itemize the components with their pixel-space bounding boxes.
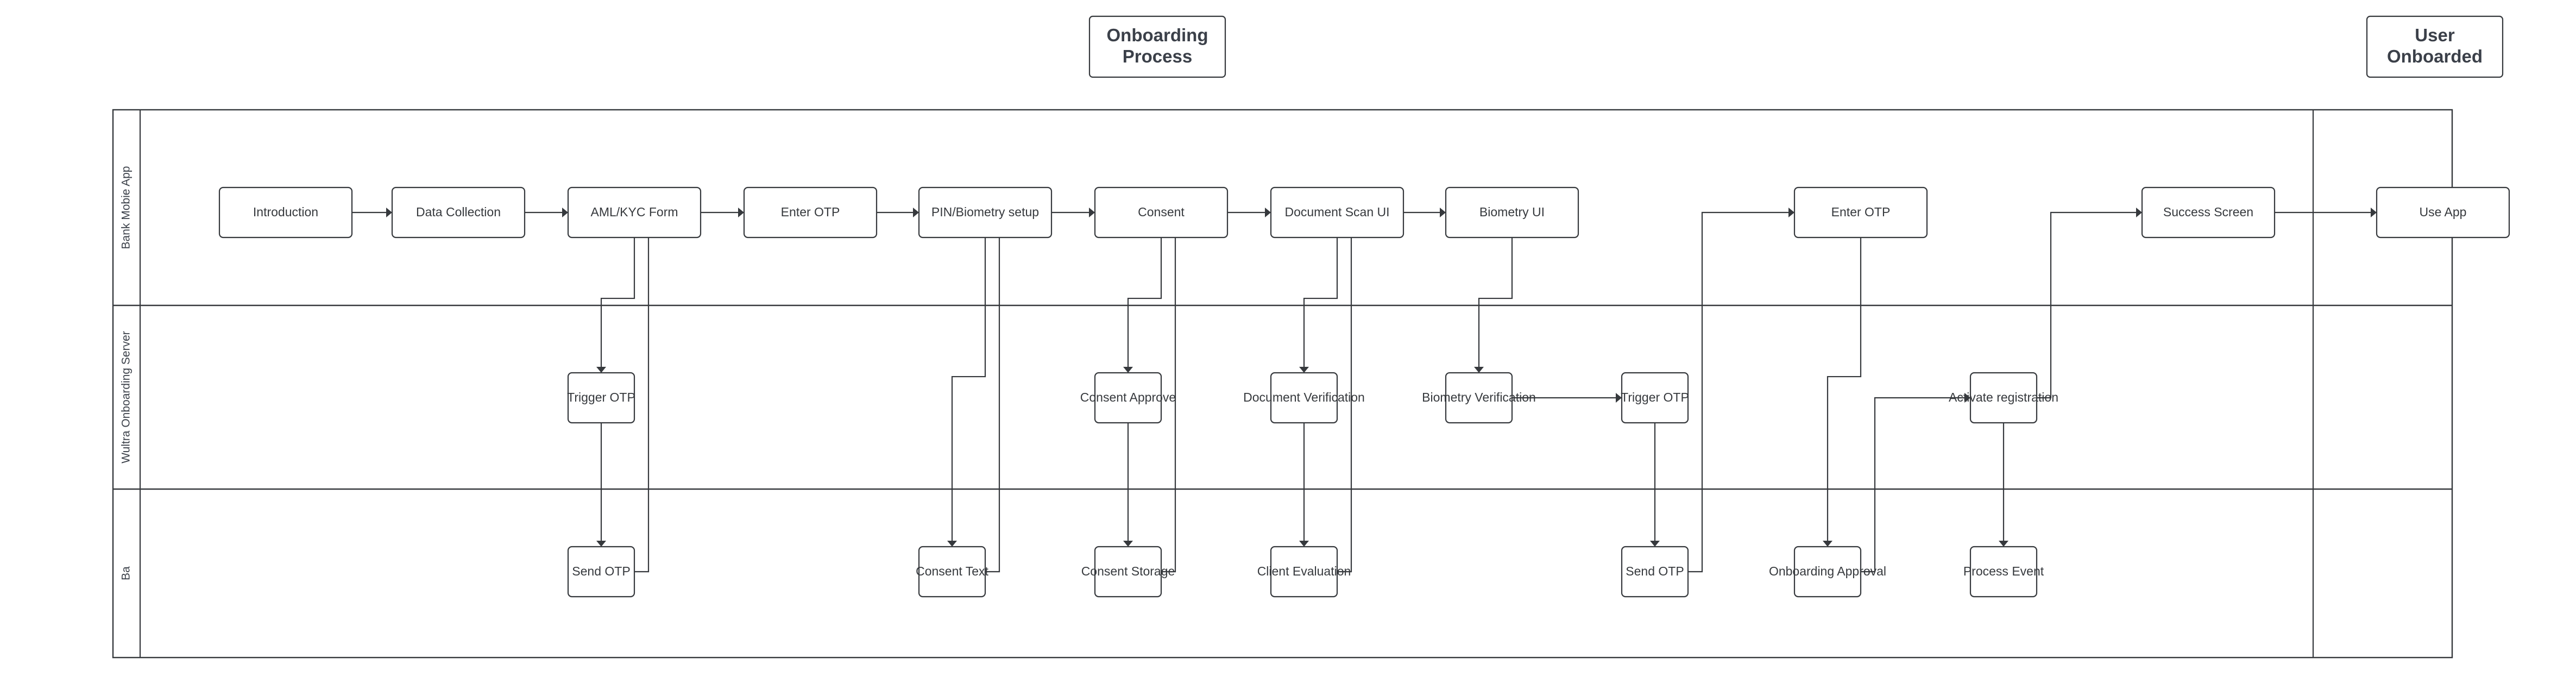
e-enter-otp-2-onboarding-approval <box>1826 237 1862 541</box>
node-label-introduction: Introduction <box>253 205 318 219</box>
node-process-event[interactable]: Process Event <box>1963 546 2044 598</box>
node-consent-approve[interactable]: Consent Approve <box>1080 372 1176 424</box>
node-send-otp-2[interactable]: Send OTP <box>1621 546 1689 598</box>
node-activate-registration[interactable]: Activate registration <box>1949 372 2058 424</box>
node-enter-otp-2[interactable]: Enter OTP <box>1793 186 1928 239</box>
node-label-data-collection: Data Collection <box>416 205 501 219</box>
node-trigger-otp-2[interactable]: Trigger OTP <box>1621 372 1689 424</box>
arrowhead <box>1823 541 1832 547</box>
node-label-send-otp-2: Send OTP <box>1626 564 1684 578</box>
node-label-pin-biometry-setup: PIN/Biometry setup <box>931 205 1039 219</box>
arrowhead <box>1123 367 1133 373</box>
e-document-scan-ui-document-verification <box>1303 237 1338 367</box>
pool-outline <box>112 109 2453 659</box>
node-trigger-otp-1[interactable]: Trigger OTP <box>567 372 635 424</box>
node-use-app[interactable]: Use App <box>2376 186 2510 239</box>
node-label-consent: Consent <box>1138 205 1185 219</box>
node-label-trigger-otp-1: Trigger OTP <box>567 390 635 404</box>
arrowhead <box>1299 367 1309 373</box>
node-label-trigger-otp-2: Trigger OTP <box>1621 390 1689 404</box>
node-data-collection[interactable]: Data Collection <box>391 186 526 239</box>
node-pin-biometry-setup[interactable]: PIN/Biometry setup <box>918 186 1053 239</box>
node-label-biometry-ui: Biometry UI <box>1479 205 1545 219</box>
node-introduction[interactable]: Introduction <box>218 186 353 239</box>
node-label-biometry-verification: Biometry Verification <box>1422 390 1536 404</box>
arrowhead <box>947 541 957 547</box>
e-consent-text-consent <box>985 211 1089 573</box>
node-document-scan-ui[interactable]: Document Scan UI <box>1270 186 1404 239</box>
node-success-screen[interactable]: Success Screen <box>2141 186 2276 239</box>
node-label-success-screen: Success Screen <box>2163 205 2253 219</box>
node-label-enter-otp-1: Enter OTP <box>781 205 840 219</box>
node-label-consent-text: Consent Text <box>916 564 988 578</box>
e-aml-kyc-form-trigger-otp-1 <box>600 237 635 367</box>
e-consent-consent-approve <box>1127 237 1162 367</box>
node-label-use-app: Use App <box>2420 205 2467 219</box>
node-label-onboarding-approval: Onboarding Approval <box>1769 564 1886 578</box>
arrowhead <box>1964 393 1970 403</box>
node-label-enter-otp-2: Enter OTP <box>1831 205 1891 219</box>
e-send-otp-2-enter-otp-2 <box>1688 211 1788 573</box>
edges-layer <box>352 208 2377 573</box>
node-enter-otp-1[interactable]: Enter OTP <box>743 186 878 239</box>
node-label-client-evaluation: Client Evaluation <box>1257 564 1351 578</box>
arrowhead <box>1474 367 1484 373</box>
e-onboarding-approval-activate-registration <box>1861 397 1964 573</box>
node-consent[interactable]: Consent <box>1094 186 1229 239</box>
arrowhead <box>1123 541 1133 547</box>
arrowhead <box>1788 208 1794 217</box>
arrowhead <box>596 367 606 373</box>
lane-wultra-onboarding-server-label: Wultra Onboarding Server <box>120 331 133 464</box>
lane-bank-mobile-app-label: Bank Mobie App <box>120 166 133 249</box>
arrowhead <box>2136 208 2142 217</box>
arrowhead <box>1089 208 1095 217</box>
arrowhead <box>1440 208 1446 217</box>
node-biometry-verification[interactable]: Biometry Verification <box>1422 372 1536 424</box>
e-pin-biometry-setup-consent-text <box>951 237 986 541</box>
node-label-send-otp-1: Send OTP <box>572 564 630 578</box>
node-label-consent-storage: Consent Storage <box>1081 564 1175 578</box>
arrowhead <box>1999 541 2008 547</box>
node-label-consent-approve: Consent Approve <box>1080 390 1176 404</box>
e-activate-registration-success-screen <box>2037 211 2136 399</box>
e-biometry-ui-biometry-verification <box>1478 237 1513 367</box>
lane-ba-label: Ba <box>120 566 133 580</box>
node-send-otp-1[interactable]: Send OTP <box>567 546 635 598</box>
arrowhead <box>1616 393 1622 403</box>
node-aml-kyc-form[interactable]: AML/KYC Form <box>567 186 702 239</box>
node-label-document-verification: Document Verification <box>1243 390 1365 404</box>
node-label-aml-kyc-form: AML/KYC Form <box>590 205 678 219</box>
e-send-otp-1-enter-otp-1 <box>634 211 738 573</box>
node-document-verification[interactable]: Document Verification <box>1243 372 1365 424</box>
node-label-process-event: Process Event <box>1963 564 2044 578</box>
node-biometry-ui[interactable]: Biometry UI <box>1445 186 1579 239</box>
node-client-evaluation[interactable]: Client Evaluation <box>1257 546 1351 598</box>
arrowhead <box>1650 541 1660 547</box>
arrowhead <box>913 208 919 217</box>
arrowhead <box>386 208 392 217</box>
node-label-document-scan-ui: Document Scan UI <box>1284 205 1389 219</box>
arrowhead <box>1265 208 1271 217</box>
arrowhead <box>738 208 744 217</box>
node-label-activate-registration: Activate registration <box>1949 390 2058 404</box>
arrowhead <box>596 541 606 547</box>
node-consent-text[interactable]: Consent Text <box>916 546 989 598</box>
node-onboarding-approval[interactable]: Onboarding Approval <box>1769 546 1886 598</box>
nodes-layer: Introduction Data Collection AML/KYC Form E… <box>218 186 2510 598</box>
arrowhead <box>2371 208 2377 217</box>
node-consent-storage[interactable]: Consent Storage <box>1081 546 1175 598</box>
arrowhead <box>562 208 568 217</box>
arrowhead <box>1299 541 1309 547</box>
